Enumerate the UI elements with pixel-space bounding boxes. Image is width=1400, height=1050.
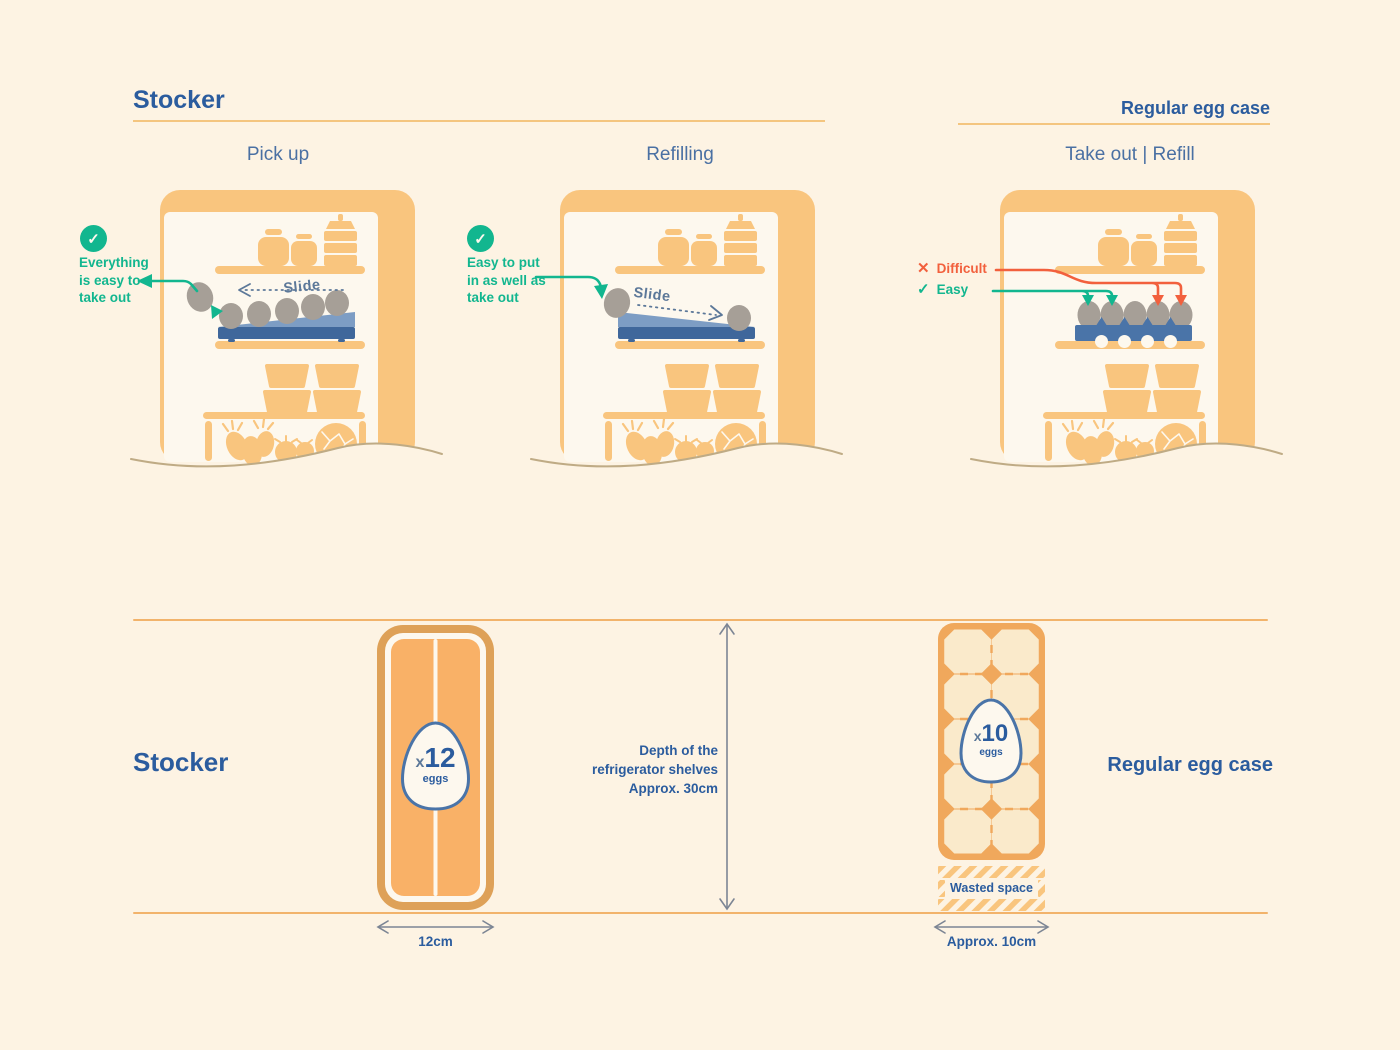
check-icon: ✓ xyxy=(467,225,494,252)
legend-difficult: ✕ Difficult xyxy=(917,259,987,277)
eggcase-egg-count-badge: x10 eggs xyxy=(961,722,1021,758)
fridge-pickup xyxy=(130,190,443,505)
wasted-space-label: Wasted space xyxy=(950,881,1033,895)
page-title-regular-egg-case: Regular egg case xyxy=(1120,98,1270,118)
pickup-annotation-line: Everything xyxy=(79,255,149,270)
depth-label-line: Depth of the xyxy=(639,743,718,758)
depth-label-line: Approx. 30cm xyxy=(628,781,718,796)
column-header-refilling: Refilling xyxy=(646,144,714,165)
wasted-space-hatch xyxy=(938,866,1045,911)
badge-prefix: x xyxy=(973,728,982,744)
eggcase-width-label: Approx. 10cm xyxy=(946,934,1037,949)
badge-count: 12 xyxy=(424,742,456,773)
badge-count: 10 xyxy=(981,720,1009,747)
eggcase-width-arrow xyxy=(933,920,1050,934)
refill-annotation-line: take out xyxy=(467,290,519,305)
legend-easy-label: Easy xyxy=(936,281,969,297)
stocker-egg-count-badge: x12 eggs xyxy=(403,744,468,785)
depth-label-line: refrigerator shelves xyxy=(591,762,718,777)
refill-annotation-line: Easy to put xyxy=(467,255,540,270)
check-icon: ✓ xyxy=(80,225,107,252)
pickup-annotation-line: is easy to xyxy=(79,272,141,288)
depth-label: Depth of the refrigerator shelves Approx… xyxy=(518,741,718,798)
pickup-annotation: Everything is easy to take out xyxy=(79,254,149,307)
badge-unit: eggs xyxy=(422,773,449,785)
annotation-arrows xyxy=(137,268,1187,306)
page-title-stocker: Stocker xyxy=(133,86,225,114)
comparison-section xyxy=(133,619,1268,934)
regular-title-rule xyxy=(958,123,1270,125)
depth-dimension-arrow xyxy=(719,622,735,911)
x-mark-icon: ✕ xyxy=(917,260,930,277)
column-header-take-out-refill: Take out | Refill xyxy=(1065,144,1195,165)
legend-difficult-label: Difficult xyxy=(936,260,987,276)
stocker-width-arrow xyxy=(376,920,495,934)
stocker-width-label: 12cm xyxy=(418,934,453,949)
badge-prefix: x xyxy=(415,754,425,771)
bottom-stocker-label: Stocker xyxy=(133,747,229,777)
refill-annotation-line: in as well as xyxy=(467,272,546,288)
product-stocker-topview xyxy=(377,625,494,910)
bottom-regular-label: Regular egg case xyxy=(1107,754,1273,776)
legend-easy: ✓ Easy xyxy=(917,280,968,298)
fridge-refilling xyxy=(530,190,843,505)
stocker-title-rule xyxy=(133,120,825,122)
badge-unit: eggs xyxy=(979,747,1003,758)
check-mark-icon: ✓ xyxy=(917,281,930,298)
product-eggcase-topview xyxy=(938,623,1045,860)
column-header-pick-up: Pick up xyxy=(246,144,310,165)
fridge-takeout-refill xyxy=(970,190,1283,505)
refill-annotation: Easy to put in as well as take out xyxy=(467,254,546,307)
pickup-annotation-line: take out xyxy=(79,290,131,305)
